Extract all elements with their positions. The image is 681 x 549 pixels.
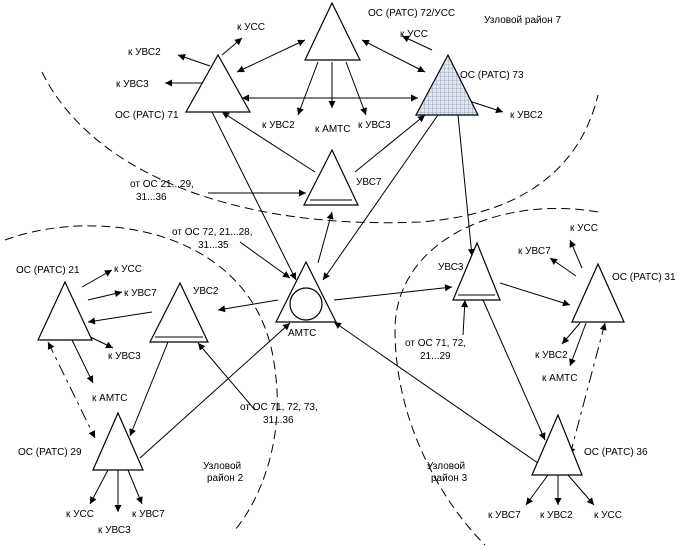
node-amts-label: АМТС <box>288 328 316 339</box>
node-uvs7 <box>303 148 359 206</box>
connections <box>47 35 607 512</box>
os36-to-uvs7-label: к УВС7 <box>488 510 521 521</box>
from-os-to-amts-line2: 31...35 <box>198 240 229 251</box>
region-7-boundary <box>41 71 599 224</box>
region-3-boundary <box>394 208 599 546</box>
os71-to-uvs3-label: к УВС3 <box>116 79 149 90</box>
region-3-label-line1: Узловой <box>427 461 465 472</box>
node-os36 <box>531 413 583 476</box>
os21-to-uvs3-label: к УВС3 <box>108 351 141 362</box>
os72-to-uvs2-label: к УВС2 <box>262 120 295 131</box>
node-os21-label: ОС (РАТС) 21 <box>16 265 80 276</box>
os29-to-uvs3-label: к УВС3 <box>98 525 131 536</box>
os31-to-uvs2-label: к УВС2 <box>535 350 568 361</box>
node-uvs3-label: УВС3 <box>438 262 464 273</box>
node-os73 <box>415 53 479 116</box>
os73-to-uvs2-label: к УВС2 <box>510 110 543 121</box>
node-os71 <box>184 53 252 113</box>
os21-to-uss-label: к УСС <box>114 264 142 275</box>
os71-to-uss-label: к УСС <box>237 22 265 33</box>
region-2-label-line2: район 2 <box>207 473 244 484</box>
os73-to-uss-label: к УСС <box>400 29 428 40</box>
from-os-to-uvs2-line1: от ОС 71, 72, 73, <box>240 402 318 413</box>
os29-to-uss-label: к УСС <box>66 509 94 520</box>
node-uvs7-label: УВС7 <box>356 177 382 188</box>
os71-to-uvs2-label: к УВС2 <box>128 47 161 58</box>
os72-to-amts-label: к АМТС <box>315 124 350 135</box>
node-os36-label: ОС (РАТС) 36 <box>584 447 648 458</box>
os21-to-amts-label: к АМТС <box>92 393 127 404</box>
node-os31 <box>571 262 625 323</box>
node-uvs2-label: УВС2 <box>193 286 219 297</box>
node-os29 <box>92 411 144 471</box>
node-uvs2 <box>149 281 209 343</box>
os31-to-uss-label: к УСС <box>570 223 598 234</box>
node-uvs3 <box>452 241 501 301</box>
os31-to-amts-label: к АМТС <box>542 373 577 384</box>
os36-to-uss-label: к УСС <box>594 510 622 521</box>
from-os-to-uvs3-line1: от ОС 71, 72, <box>405 338 466 349</box>
os21-to-uvs7-label: к УВС7 <box>124 288 157 299</box>
os31-to-uvs7-label: к УВС7 <box>518 246 551 257</box>
node-os72-label: ОС (РАТС) 72/УСС <box>368 8 455 19</box>
node-os29-label: ОС (РАТС) 29 <box>18 447 82 458</box>
from-os-to-uvs7-line1: от ОС 21...29, <box>130 179 194 190</box>
from-os-to-uvs7-line2: 31...36 <box>136 192 167 203</box>
node-os72 <box>304 1 361 61</box>
node-os73-label: ОС (РАТС) 73 <box>460 70 524 81</box>
from-os-to-amts-line1: от ОС 72, 21...28, <box>172 227 253 238</box>
os36-to-uvs2-label: к УВС2 <box>540 510 573 521</box>
from-os-to-uvs2-line2: 31...36 <box>263 415 294 426</box>
node-os21 <box>37 280 93 341</box>
region-7-label: Узловой район 7 <box>484 15 561 26</box>
region-3-label-line2: район 3 <box>431 473 468 484</box>
region-2-label-line1: Узловой <box>203 461 241 472</box>
node-os31-label: ОС (РАТС) 31 <box>612 272 676 283</box>
region-2-boundary <box>4 225 278 531</box>
os29-to-uvs7-label: к УВС7 <box>132 509 165 520</box>
node-os71-label: ОС (РАТС) 71 <box>115 110 179 121</box>
os72-to-uvs3-label: к УВС3 <box>358 120 391 131</box>
node-amts <box>275 260 337 323</box>
from-os-to-uvs3-line2: 21...29 <box>420 351 451 362</box>
